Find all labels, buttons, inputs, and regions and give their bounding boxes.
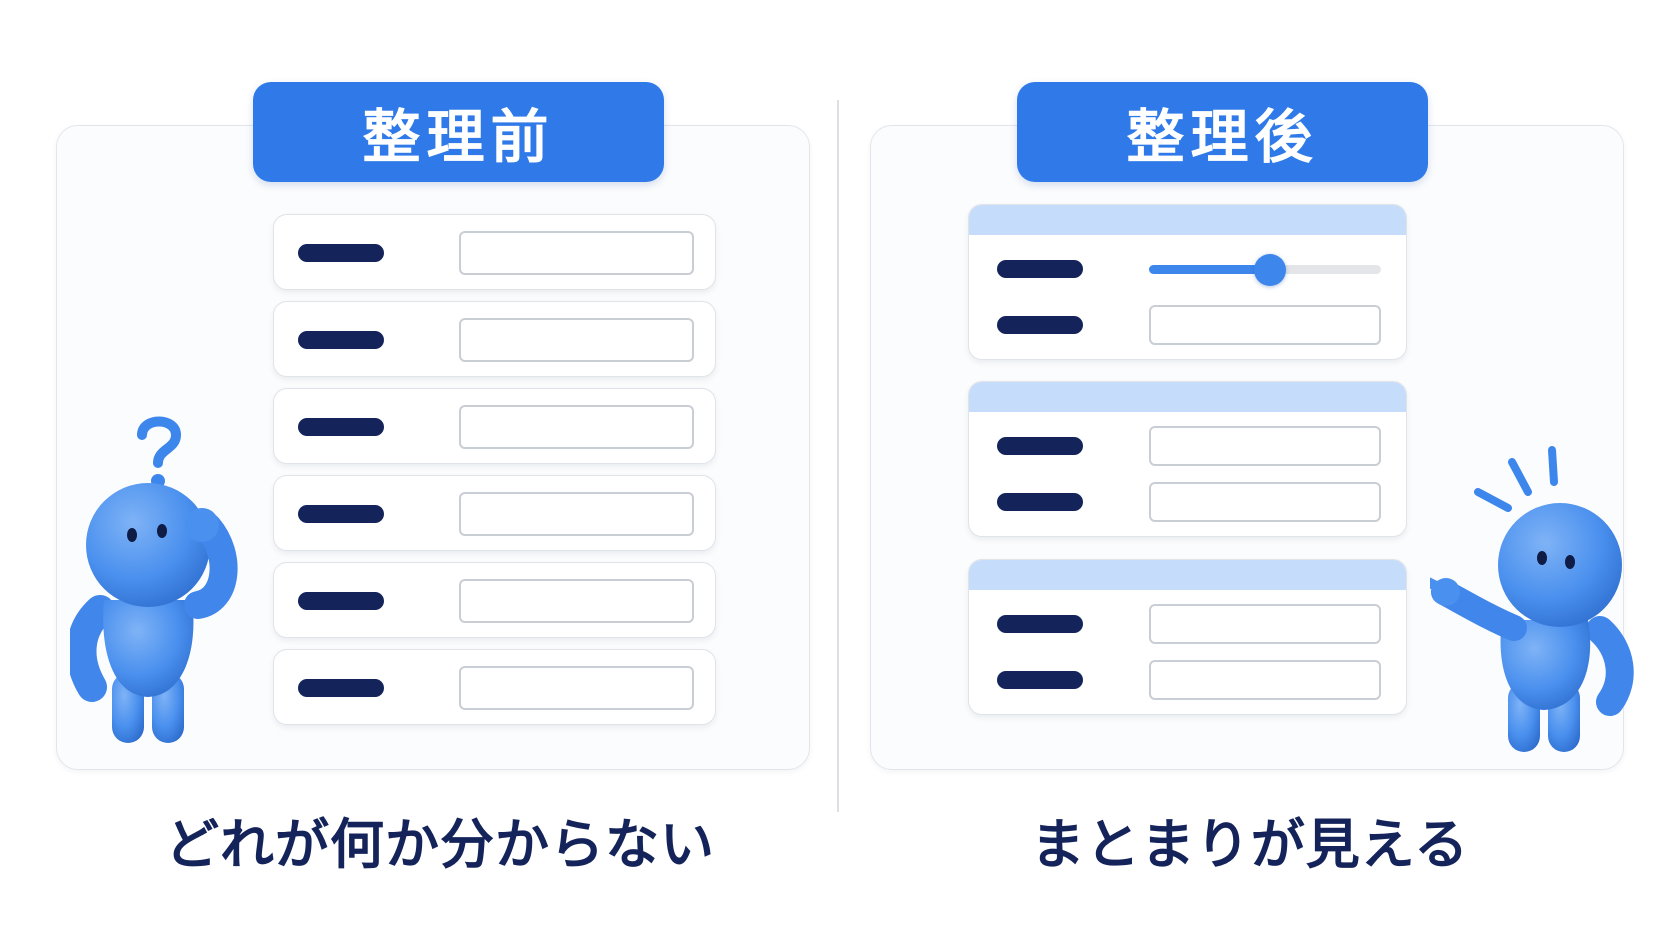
row-label-bar bbox=[298, 418, 384, 436]
slider-track bbox=[1149, 254, 1381, 286]
form-row bbox=[273, 214, 716, 290]
after-caption: まとまりが見える bbox=[1030, 813, 1470, 876]
row-input-box bbox=[459, 492, 694, 536]
row-input-box bbox=[459, 579, 694, 623]
group-header-bar bbox=[969, 205, 1406, 235]
row-input-box bbox=[1149, 660, 1381, 700]
row-label-bar bbox=[298, 244, 384, 262]
question-mark-icon bbox=[137, 416, 182, 488]
grouped-section bbox=[968, 204, 1407, 360]
grouped-section bbox=[968, 559, 1407, 715]
row-label-bar bbox=[298, 679, 384, 697]
after-title: 整理後 bbox=[1017, 82, 1428, 182]
slider-fill bbox=[1149, 265, 1270, 274]
row-input-box bbox=[1149, 426, 1381, 466]
row-label-bar bbox=[997, 671, 1083, 689]
group-header-bar bbox=[969, 382, 1406, 412]
row-input-box bbox=[1149, 305, 1381, 345]
form-row bbox=[273, 388, 716, 464]
row-label-bar bbox=[997, 260, 1083, 278]
row-input-box bbox=[459, 405, 694, 449]
before-title: 整理前 bbox=[253, 82, 664, 182]
row-label-bar bbox=[298, 592, 384, 610]
row-label-bar bbox=[298, 331, 384, 349]
group-header-bar bbox=[969, 560, 1406, 590]
emphasis-lines-icon bbox=[1474, 446, 1558, 512]
row-label-bar bbox=[997, 615, 1083, 633]
row-label-bar bbox=[298, 505, 384, 523]
grouped-section bbox=[968, 381, 1407, 537]
row-input-box bbox=[459, 666, 694, 710]
form-row bbox=[273, 301, 716, 377]
row-label-bar bbox=[997, 316, 1083, 334]
row-input-box bbox=[1149, 482, 1381, 522]
row-input-box bbox=[1149, 604, 1381, 644]
slider-thumb bbox=[1253, 254, 1286, 286]
confused-person-icon bbox=[70, 416, 238, 743]
pointing-person-icon bbox=[1430, 446, 1634, 752]
form-row bbox=[273, 649, 716, 725]
row-label-bar bbox=[997, 437, 1083, 455]
center-divider bbox=[837, 100, 839, 812]
row-input-box bbox=[459, 231, 694, 275]
before-caption: どれが何か分からない bbox=[165, 813, 715, 876]
form-row bbox=[273, 562, 716, 638]
row-input-box bbox=[459, 318, 694, 362]
form-row bbox=[273, 475, 716, 551]
row-label-bar bbox=[997, 493, 1083, 511]
